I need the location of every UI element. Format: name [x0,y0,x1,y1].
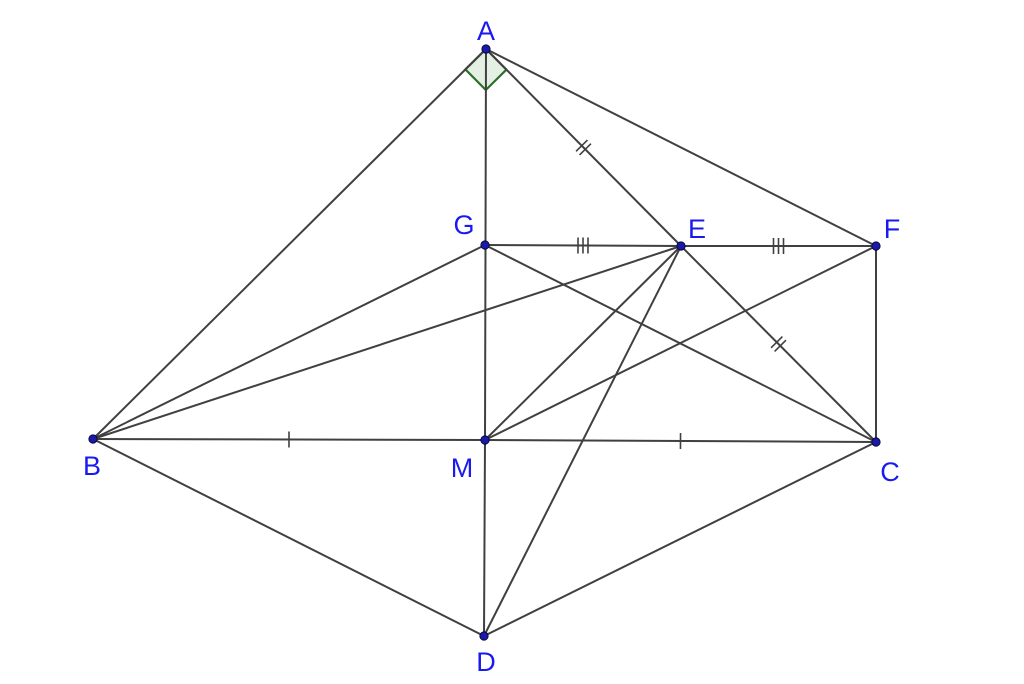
segments [92,48,877,637]
point-b [88,434,98,444]
segment-md [483,439,486,637]
point-c [871,437,881,447]
segment-ab [92,48,487,440]
segment-dc [483,441,877,637]
equal-length-marks [288,139,787,450]
point-label-c: C [880,457,900,487]
segment-mf [484,245,877,441]
tick [579,143,592,156]
point-label-d: D [476,647,496,677]
point-a [481,44,491,54]
point-label-m: M [451,453,474,483]
point-label-e: E [688,214,706,244]
tick [770,336,783,349]
tick-mark-ec [770,336,787,352]
point-label-b: B [83,451,101,481]
tick [774,339,787,352]
segment-gb [92,244,486,440]
segment-de [483,245,682,637]
point-m [480,435,490,445]
point-g [480,240,490,250]
point-e [676,241,686,251]
segment-bd [92,438,485,637]
point-label-f: F [884,214,901,244]
point-label-a: A [477,16,495,46]
tick-mark-ge [577,237,589,254]
segment-ec [680,245,877,443]
tick-mark-ae [575,139,592,156]
segment-be [92,245,682,440]
segment-ae [485,48,682,247]
tick [575,139,588,152]
point-label-g: G [453,210,474,240]
point-f [871,241,881,251]
points [88,44,881,641]
tick-mark-ef [772,238,785,254]
point-labels: A B C D E F G M [83,16,900,677]
segment-af [485,48,877,247]
segment-me [484,245,682,441]
point-d [479,631,489,641]
